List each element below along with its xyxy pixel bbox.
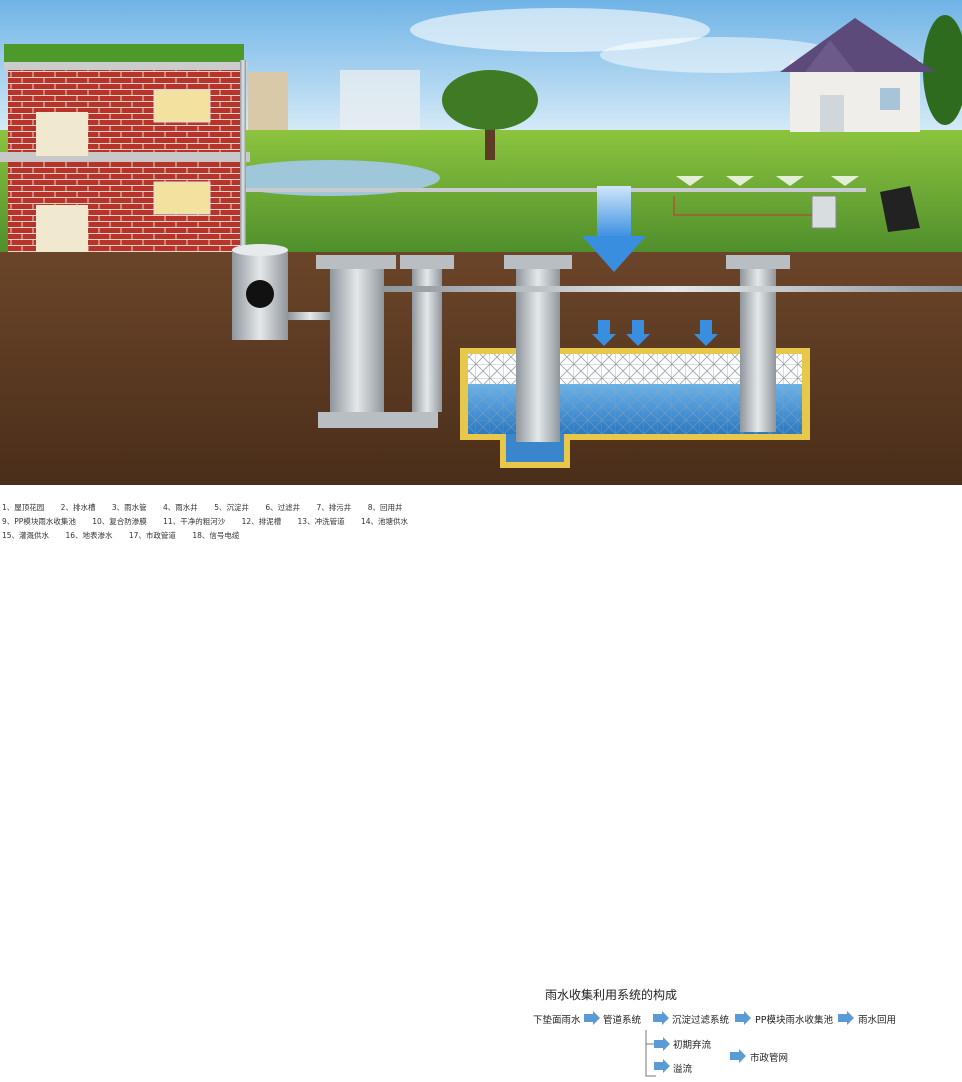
surface-infiltration-arrow [582,186,646,272]
sprinklers [676,176,859,186]
legend-item: 3、雨水管 [111,503,147,512]
flow-step-source: 下垫面雨水 [533,1015,581,1026]
legend-item: 1、屋顶花园 [2,503,45,512]
legend-item: 9、PP模块雨水收集池 [2,517,76,526]
sedimentation-well [316,255,438,428]
irrigation-pipe [246,188,866,192]
flow-arrow-icon [838,1011,854,1025]
legend-item: 10、复合防渗膜 [92,517,147,526]
brick-house [0,44,250,252]
flow-step-filter: 沉淀过滤系统 [672,1015,730,1026]
legend-item: 11、干净的粗河沙 [163,517,226,526]
pond [220,160,440,196]
flow-arrow-icon [730,1049,746,1063]
signal-cable [673,196,812,216]
monitor-screen [880,186,920,232]
infiltration-arrows [592,320,718,346]
rainwater-well [232,244,288,340]
flow-branch-overflow: 溢流 [673,1064,693,1075]
legend-item: 14、池塘供水 [360,517,409,526]
flow-branch-first-flush: 初期弃流 [673,1040,712,1051]
flow-arrow-icon [654,1037,670,1051]
municipal-pipe [384,286,962,292]
flow-title: 雨水收集利用系统的构成 [545,988,678,1002]
apartment-building [248,72,288,132]
legend-item: 4、雨水井 [163,503,198,512]
legend-row-1: 1、屋顶花园 2、排水槽 3、雨水管 4、雨水井 5、沉淀井 6、过滤井 7、排… [2,502,416,513]
legend-panel: 1、屋顶花园 2、排水槽 3、雨水管 4、雨水井 5、沉淀井 6、过滤井 7、排… [0,485,962,1077]
flow-step-tank: PP模块雨水收集池 [755,1015,833,1026]
legend-row-3: 15、灌溉供水 16、地表渗水 17、市政管道 18、信号电缆 [2,530,253,541]
legend-item: 8、回用井 [367,503,403,512]
legend-item: 18、信号电缆 [192,531,240,540]
flow-sink-municipal: 市政管网 [750,1053,789,1064]
legend-item: 16、地表渗水 [65,531,113,540]
control-cabinet [811,195,837,229]
legend-item: 5、沉淀井 [214,503,249,512]
flow-step-pipes: 管道系统 [603,1015,642,1026]
legend-item: 17、市政管道 [128,531,176,540]
legend-item: 6、过滤井 [265,503,301,512]
legend-item: 15、灌溉供水 [2,531,50,540]
legend-item: 7、排污井 [316,503,352,512]
flow-arrow-icon [654,1059,670,1073]
villa [780,18,935,132]
legend-item: 12、排泥槽 [241,517,282,526]
flow-step-reuse: 雨水回用 [858,1015,897,1026]
rain-downpipe [240,60,246,250]
legend-item: 13、冲洗管道 [297,517,345,526]
flow-arrow-icon [584,1011,600,1025]
flow-branch-lines [645,1030,656,1077]
legend-row-2: 9、PP模块雨水收集池 10、复合防渗膜 11、干净的粗河沙 12、排泥槽 13… [2,516,422,527]
rainwater-system-illustration [0,0,962,485]
tree-right [923,15,962,125]
tree [442,70,538,160]
flow-arrow-icon [735,1011,751,1025]
legend-item: 2、排水槽 [60,503,96,512]
flow-arrow-icon [653,1011,669,1025]
roof-garden [4,44,244,64]
